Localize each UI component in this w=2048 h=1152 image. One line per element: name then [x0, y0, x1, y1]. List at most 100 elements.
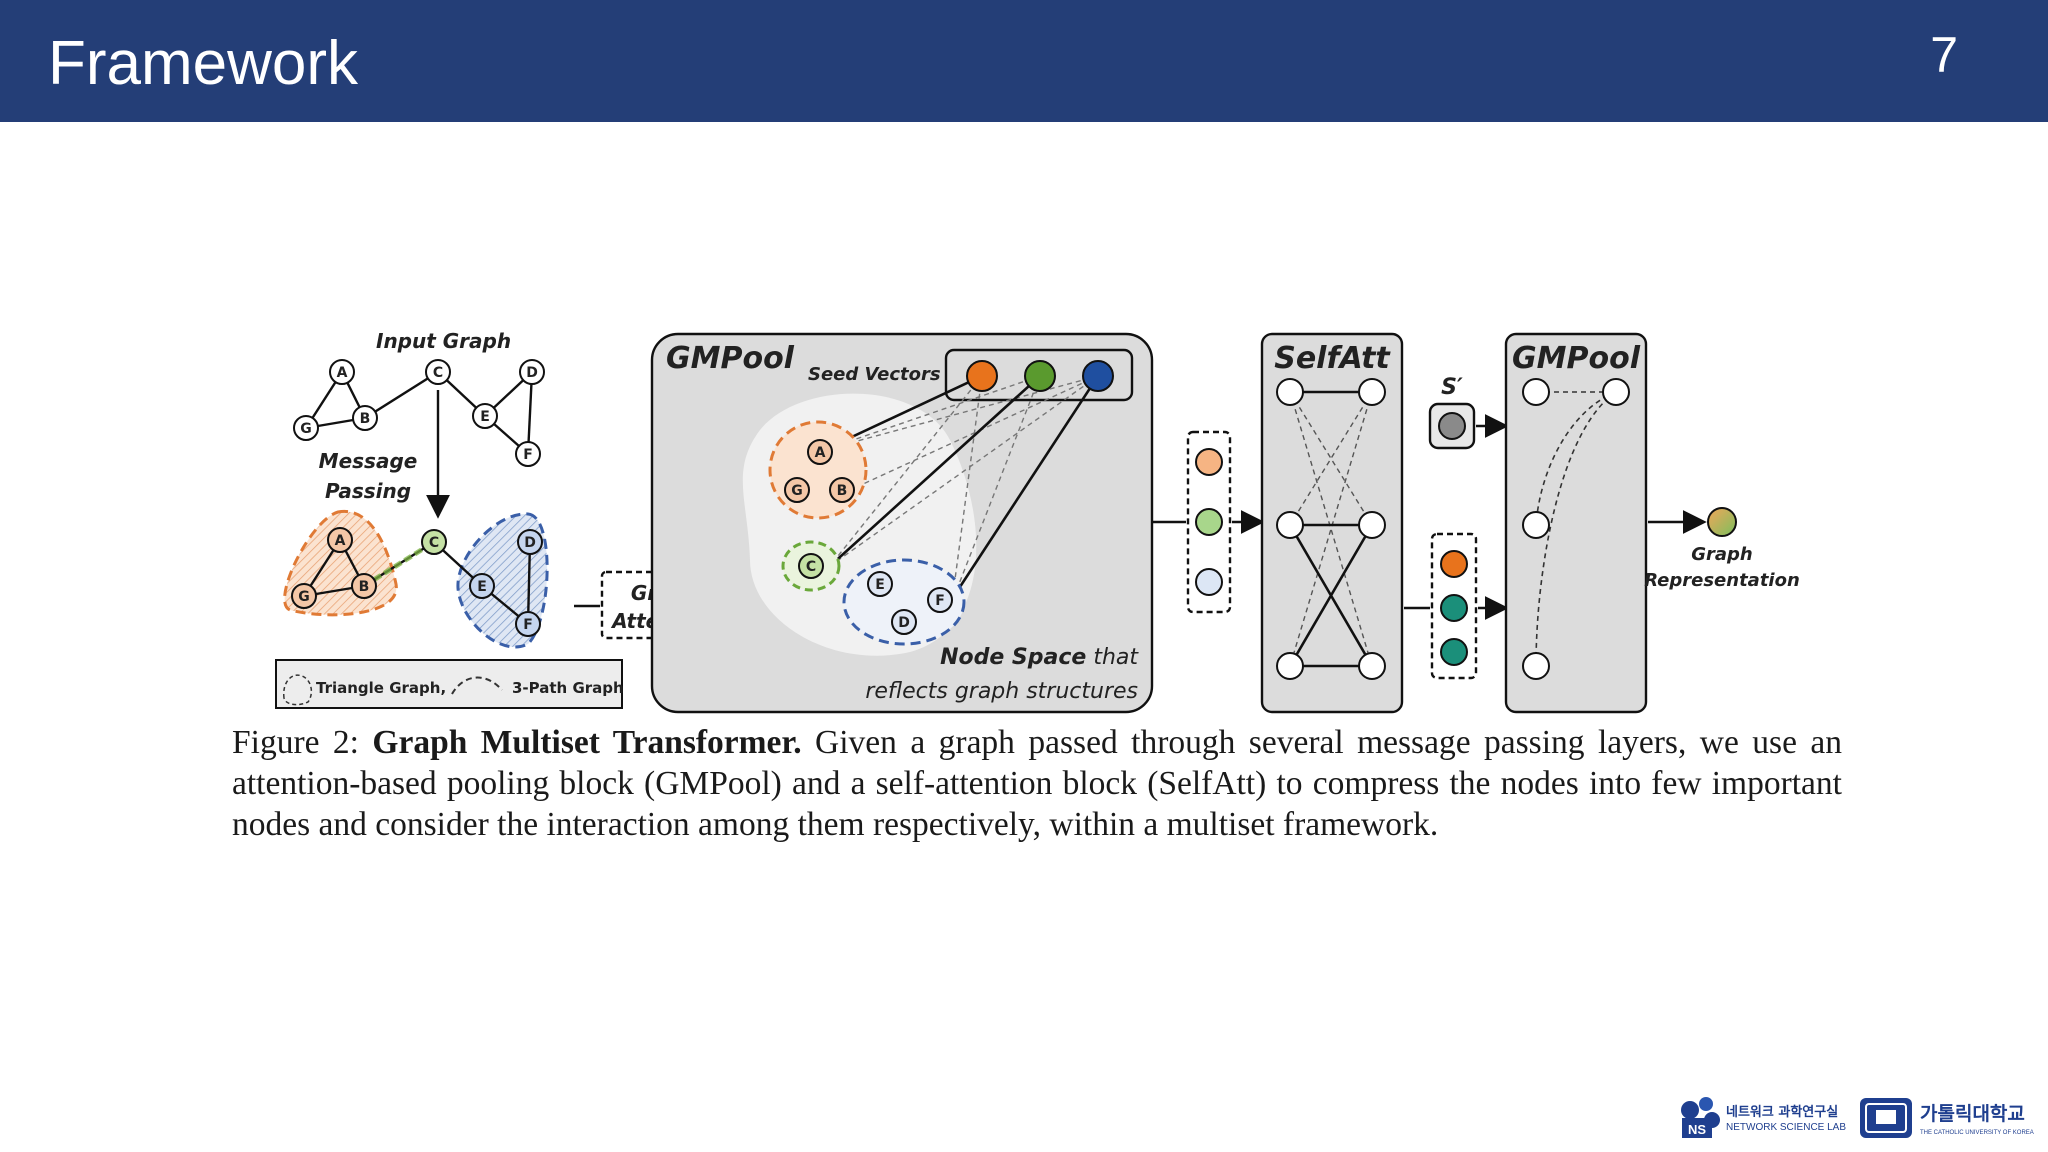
input-graph-label: Input Graph	[376, 329, 511, 353]
path-legend-icon	[451, 676, 503, 695]
sub-node-g: G	[291, 583, 317, 609]
selfatt-node	[1276, 378, 1304, 406]
univ-korean-name: 가톨릭대학교	[1920, 1103, 2025, 1125]
node-space-bold: Node Space	[940, 645, 1086, 670]
attended-node-teal	[1440, 594, 1468, 622]
sub-node-b: B	[351, 573, 377, 599]
network-science-lab-logo: NS 네트워크 과학연구실 NETWORK SCIENCE LAB	[1681, 1097, 1846, 1138]
node-label: C	[806, 559, 816, 575]
selfatt-output-nodes	[1430, 532, 1478, 680]
gmpool2-block: GMPool	[1504, 332, 1648, 714]
input-node-f: F	[515, 441, 541, 467]
graph-rep-label-2: Representation	[1644, 570, 1800, 591]
node-label: C	[433, 365, 443, 381]
node-label: F	[523, 617, 533, 633]
pooled-node-green	[1195, 508, 1223, 536]
selfatt-title: SelfAtt	[1274, 341, 1391, 376]
seed-vector-orange	[966, 360, 998, 392]
node-label: E	[875, 577, 885, 593]
seed-vector-green	[1024, 360, 1056, 392]
legend-path-label: 3-Path Graph	[512, 679, 624, 697]
node-label: B	[837, 483, 848, 499]
message-passing-label-1: Message	[319, 449, 418, 473]
node-label: E	[477, 579, 487, 595]
sub-node-e: E	[469, 573, 495, 599]
node-label: D	[898, 615, 910, 631]
selfatt-node	[1358, 511, 1386, 539]
legend-triangle-label: Triangle Graph,	[316, 679, 446, 697]
s-prime-label: S′	[1441, 375, 1463, 400]
figure-caption: Figure 2: Graph Multiset Transformer. Gi…	[232, 722, 1842, 845]
node-space-label: Node Space that	[940, 645, 1139, 670]
footer-logos: NS 네트워크 과학연구실 NETWORK SCIENCE LAB 가톨릭대학교…	[1681, 1097, 2034, 1138]
node-label: F	[935, 593, 945, 609]
framework-diagram: Input Graph A B C D E F G Message Passin…	[275, 329, 1800, 714]
input-node-c: C	[425, 359, 451, 385]
selfatt-node	[1358, 652, 1386, 680]
gmpool-block: GMPool Seed Vectors S A G B C E	[650, 332, 1154, 714]
s-prime-seed	[1428, 402, 1476, 450]
pool-node-d: D	[891, 609, 917, 635]
pool-node-g: G	[784, 477, 810, 503]
seed-vectors-label: Seed Vectors S	[808, 364, 960, 385]
caption-prefix: Figure 2:	[232, 724, 373, 761]
legend: Triangle Graph, 3-Path Graph	[275, 659, 624, 709]
input-node-d: D	[519, 359, 545, 385]
node-label: B	[360, 411, 371, 427]
pool-node-a: A	[807, 439, 833, 465]
input-node-g: G	[293, 415, 319, 441]
pool-node-c: C	[798, 553, 824, 579]
attended-node-teal	[1440, 638, 1468, 666]
input-node-a: A	[329, 359, 355, 385]
gmpool2-box	[1504, 332, 1648, 714]
pooled-node-orange	[1195, 448, 1223, 476]
pooled-nodes	[1186, 430, 1232, 614]
input-graph: Input Graph A B C D E F G	[293, 329, 545, 467]
catholic-university-logo: 가톨릭대학교 THE CATHOLIC UNIVERSITY OF KOREA	[1860, 1098, 2034, 1138]
input-node-b: B	[352, 405, 378, 431]
gmpool2-node	[1522, 652, 1550, 680]
caption-bold: Graph Multiset Transformer.	[372, 724, 802, 761]
message-passing-label-2: Passing	[325, 479, 411, 503]
node-space-rest: that	[1086, 645, 1139, 670]
node-label: D	[524, 535, 536, 551]
node-label: E	[480, 409, 490, 425]
input-node-e: E	[472, 403, 498, 429]
selfatt-block: SelfAtt	[1260, 332, 1404, 714]
sub-node-c: C	[421, 529, 447, 555]
gmpool-title: GMPool	[666, 341, 795, 376]
graph-rep-label-1: Graph	[1691, 544, 1753, 565]
gmpool2-node	[1522, 378, 1550, 406]
selfatt-node	[1358, 378, 1386, 406]
lab-badge: NS	[1688, 1122, 1706, 1137]
seed-vector-blue	[1082, 360, 1114, 392]
node-label: D	[526, 365, 538, 381]
attended-node-orange	[1440, 550, 1468, 578]
node-label: G	[300, 421, 312, 437]
univ-english-name: THE CATHOLIC UNIVERSITY OF KOREA	[1920, 1130, 2034, 1136]
triangle-cluster	[768, 420, 868, 520]
graph-representation-node	[1707, 507, 1737, 537]
lab-english-name: NETWORK SCIENCE LAB	[1726, 1122, 1846, 1133]
selfatt-node	[1276, 511, 1304, 539]
pool-node-e: E	[867, 571, 893, 597]
sub-node-a: A	[327, 527, 353, 553]
lab-korean-name: 네트워크 과학연구실	[1726, 1104, 1838, 1120]
sub-node-d: D	[517, 529, 543, 555]
pool-node-f: F	[927, 587, 953, 613]
selfatt-node	[1276, 652, 1304, 680]
triangle-legend-icon	[283, 674, 313, 706]
selfatt-box	[1260, 332, 1404, 714]
message-passing: Message Passing	[319, 390, 450, 519]
sub-node-f: F	[515, 611, 541, 637]
slide-title: Framework	[48, 29, 359, 98]
node-label: B	[359, 579, 370, 595]
slide-header: Framework 7	[0, 0, 2048, 122]
node-label: C	[429, 535, 439, 551]
gmpool2-node	[1602, 378, 1630, 406]
node-label: A	[337, 365, 348, 381]
node-label: G	[298, 589, 310, 605]
node-label: F	[523, 447, 533, 463]
gmpool2-node	[1522, 511, 1550, 539]
legend-box	[275, 659, 623, 709]
